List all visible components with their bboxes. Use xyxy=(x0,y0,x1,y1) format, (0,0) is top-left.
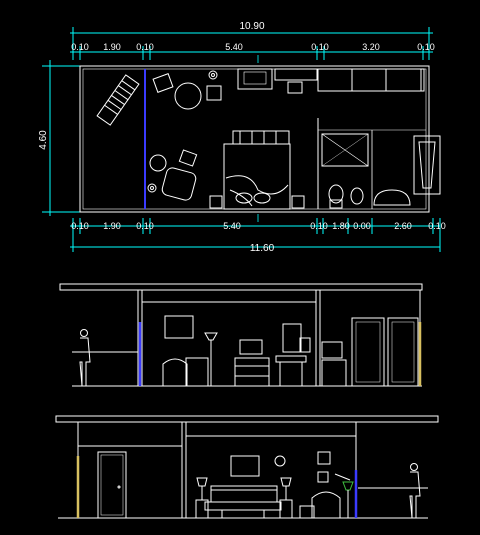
dim-top-seg: 3.20 xyxy=(362,42,380,52)
human-figure-b xyxy=(409,463,421,519)
plan-outer-wall xyxy=(79,65,430,213)
top-dimension-chain: 10.90 0.10 1.90 0.10 5.40 0.10 3.20 0.10 xyxy=(70,21,435,60)
lounge-chair xyxy=(96,74,140,126)
shower-stall xyxy=(321,133,369,167)
dim-top-total: 10.90 xyxy=(239,21,264,32)
ceiling-slab-b xyxy=(55,415,439,423)
dim-top-seg: 0.10 xyxy=(136,42,154,52)
dim-bottom-seg: 0.00 xyxy=(353,221,371,231)
armchair-elev-b xyxy=(299,491,341,519)
dim-bottom-seg: 0.10 xyxy=(428,221,446,231)
ceiling-slab-a xyxy=(59,283,423,291)
dim-top-seg: 1.90 xyxy=(103,42,121,52)
entry-door-b xyxy=(97,451,127,519)
armchair-elev-a xyxy=(162,357,209,387)
dim-top-seg: 5.40 xyxy=(225,42,243,52)
vanity-mirror-a xyxy=(275,323,311,386)
dim-bottom-seg: 2.60 xyxy=(394,221,412,231)
wall-painting-a xyxy=(164,315,194,339)
armchair-set xyxy=(147,149,198,201)
bottom-dimension-chain: 0.10 1.90 0.10 5.40 0.10 1.80 0.00 2.60 … xyxy=(70,218,446,254)
human-figure-a xyxy=(79,329,91,387)
wash-basin xyxy=(373,189,411,206)
dim-bottom-seg: 5.40 xyxy=(223,221,241,231)
left-dimension: 4.60 xyxy=(38,60,80,216)
dim-bottom-seg: 0.10 xyxy=(136,221,154,231)
dim-left-height: 4.60 xyxy=(38,130,49,150)
bidet xyxy=(350,187,364,205)
wardrobe-elev-a xyxy=(351,317,419,387)
round-table-set xyxy=(152,70,222,110)
desk-tv-a xyxy=(234,339,270,387)
floor-lamp-a xyxy=(204,332,218,386)
dim-bottom-seg: 0.10 xyxy=(310,221,328,231)
wall-painting-b xyxy=(230,455,260,477)
dim-top-seg: 0.10 xyxy=(71,42,89,52)
table-lamp-b xyxy=(334,473,354,518)
wall-clock-b xyxy=(274,455,286,467)
bed-elev-b xyxy=(195,477,293,519)
double-bed xyxy=(209,130,305,210)
dim-bottom-seg: 0.10 xyxy=(71,221,89,231)
dim-bottom-total: 11.60 xyxy=(250,243,275,254)
bathtub xyxy=(413,135,441,195)
dim-bottom-seg: 1.80 xyxy=(332,221,350,231)
toilet xyxy=(328,184,344,209)
dim-bottom-seg: 1.90 xyxy=(103,221,121,231)
floor-plan: 10.90 0.10 1.90 0.10 5.40 0.10 3.20 0.10… xyxy=(38,21,446,254)
dim-top-seg: 0.10 xyxy=(417,42,435,52)
elevation-a xyxy=(59,283,423,387)
desk-unit xyxy=(237,68,318,94)
wardrobe xyxy=(317,68,425,92)
minibar-cabinet-a xyxy=(321,341,347,387)
dim-top-seg: 0.10 xyxy=(311,42,329,52)
elevation-b xyxy=(55,415,439,519)
